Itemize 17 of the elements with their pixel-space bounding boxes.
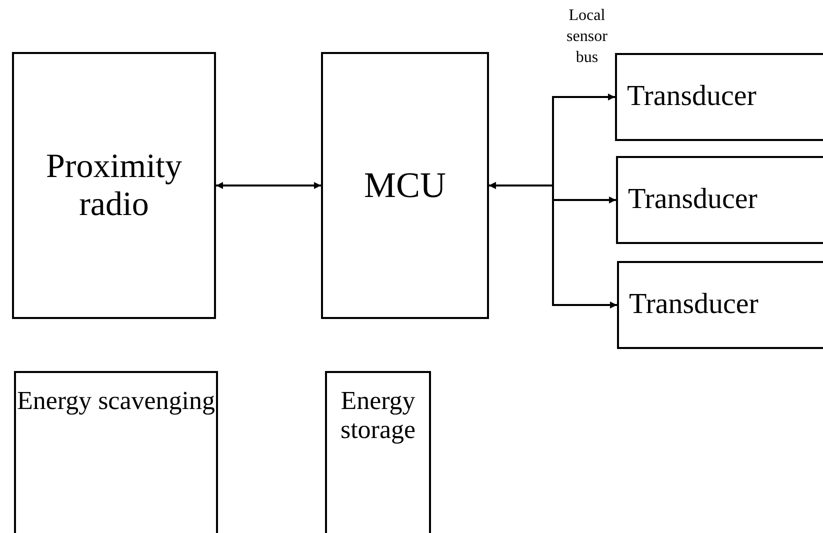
transducer-block [617, 261, 823, 349]
storage-block [325, 371, 431, 533]
transducer-block [615, 53, 823, 141]
connector-arrow [216, 182, 321, 189]
block-label: Transducer [629, 289, 758, 321]
block-label: Transducer [628, 184, 758, 216]
mcu-block [321, 52, 489, 319]
block-label: Transducer [627, 81, 756, 113]
block-label: Proximity radio [44, 148, 184, 223]
block-label: Energy storage [339, 387, 417, 444]
radio-block [12, 52, 216, 319]
scavenging-block [14, 371, 218, 533]
connector-arrow [489, 182, 617, 308]
transducer-block [616, 156, 823, 244]
block-label: MCU [364, 166, 446, 206]
block-label: Energy scavenging [16, 387, 216, 416]
bus-label: Local sensor bus [566, 6, 608, 68]
